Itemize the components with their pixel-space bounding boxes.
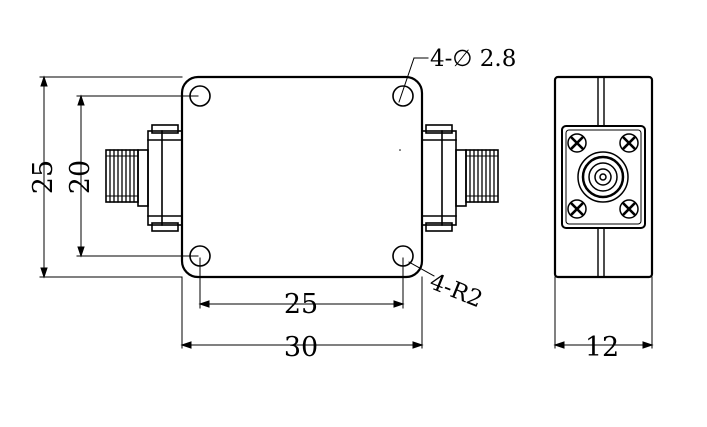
side-connector-flange [561,125,646,229]
overall-height-text: 25 [28,160,59,194]
hole-callout-text: 4-∅ 2.8 [430,46,516,72]
right-connector [421,124,499,232]
flange-screws [567,133,639,219]
side-view [553,75,654,279]
left-connector [105,124,183,232]
front-dimensions [39,57,435,349]
side-width-text: 12 [585,332,619,363]
overall-width-text: 30 [284,332,318,363]
side-dimensions [553,276,654,349]
radius-callout-text: 4-R2 [426,269,486,313]
hole-spacing-x-text: 25 [284,289,318,320]
filter-body [180,75,424,279]
front-view [105,75,499,279]
sma-port [577,151,629,203]
hole-spacing-y-text: 20 [65,160,96,194]
